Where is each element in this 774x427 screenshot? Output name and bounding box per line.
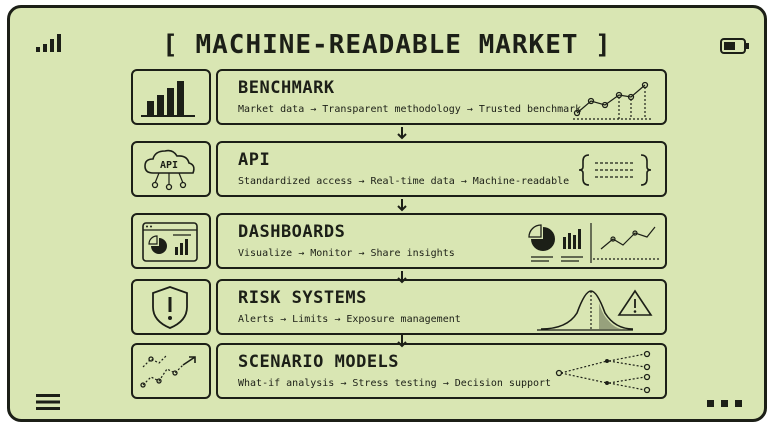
dashboards-card[interactable]: DASHBOARDS Visualize → Monitor → Share i…: [216, 213, 667, 269]
api-subtitle: Standardized access → Real-time data → M…: [238, 176, 570, 187]
benchmark-title: BENCHMARK: [238, 78, 335, 98]
dashboard-icon: [142, 222, 198, 262]
dashboard-charts-icon: [528, 223, 659, 263]
decision-tree-icon: [555, 350, 651, 394]
scenario-models-card[interactable]: SCENARIO MODELS What-if analysis → Stres…: [216, 343, 667, 399]
risk-systems-subtitle: Alerts → Limits → Exposure management: [238, 314, 461, 325]
dashboards-icon-box: [131, 213, 211, 269]
scenario-path-icon: [140, 354, 196, 388]
dashboards-subtitle: Visualize → Monitor → Share insights: [238, 248, 455, 259]
app-screen: [ MACHINE-READABLE MARKET ] BENCHMARK Ma…: [7, 5, 767, 422]
bell-curve-warning-icon: [537, 289, 653, 331]
signal-bars-icon: [36, 34, 61, 52]
api-title: API: [238, 150, 271, 170]
line-chart-icon: [573, 81, 653, 120]
code-braces-icon: [578, 154, 652, 186]
benchmark-card[interactable]: BENCHMARK Market data → Transparent meth…: [216, 69, 667, 125]
dashboards-title: DASHBOARDS: [238, 222, 346, 242]
scenario-models-subtitle: What-if analysis → Stress testing → Deci…: [238, 378, 552, 389]
shield-alert-icon: [152, 286, 188, 329]
arrow-down-icon: [397, 199, 407, 212]
benchmark-subtitle: Market data → Transparent methodology → …: [238, 104, 582, 115]
scenario-icon-box: [131, 343, 211, 399]
arrow-down-icon: [397, 127, 407, 140]
api-icon-label: API: [160, 160, 178, 171]
more-dots-icon[interactable]: [707, 400, 745, 408]
battery-icon: [720, 38, 749, 54]
risk-systems-card[interactable]: RISK SYSTEMS Alerts → Limits → Exposure …: [216, 279, 667, 335]
risk-icon-box: [131, 279, 211, 335]
api-icon-box: API: [131, 141, 211, 197]
page-title: [ MACHINE-READABLE MARKET ]: [162, 30, 612, 60]
benchmark-icon-box: [131, 69, 211, 125]
scenario-models-title: SCENARIO MODELS: [238, 352, 400, 372]
bar-chart-icon: [141, 81, 195, 117]
api-card[interactable]: API Standardized access → Real-time data…: [216, 141, 667, 197]
risk-systems-title: RISK SYSTEMS: [238, 288, 367, 308]
hamburger-menu-icon[interactable]: [36, 393, 60, 411]
api-cloud-icon: API: [144, 149, 195, 191]
